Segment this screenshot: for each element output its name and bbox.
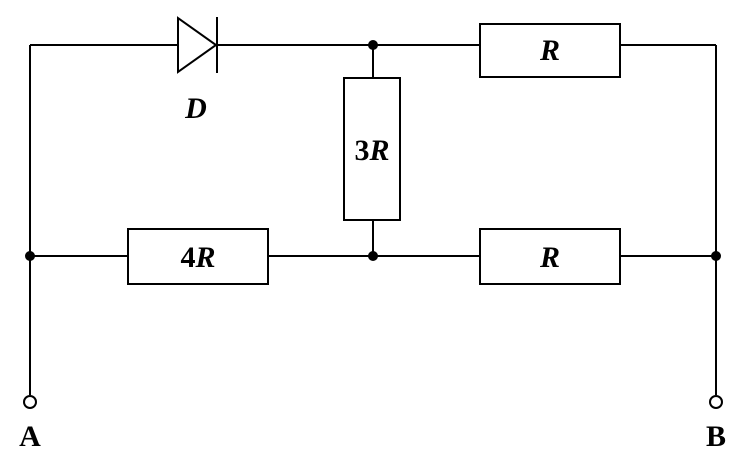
label-resistor-bottom-right-symbol: R	[539, 241, 560, 274]
resistor-top-right	[479, 23, 621, 78]
label-terminal-b: B	[706, 420, 726, 453]
diode	[177, 16, 218, 74]
label-resistor-bottom-left-coef: 4	[180, 241, 195, 274]
junction-bottom-right	[711, 251, 721, 261]
diode-triangle-icon	[177, 16, 218, 74]
label-resistor-top-right: R	[539, 34, 560, 67]
label-resistor-vertical-symbol: R	[368, 134, 389, 167]
label-diode: D	[184, 92, 207, 125]
resistor-vertical	[343, 77, 401, 221]
terminal-a	[23, 395, 37, 409]
label-resistor-bottom-left-symbol: R	[194, 241, 215, 274]
label-resistor-vertical-coef: 3	[354, 134, 369, 167]
terminal-b	[709, 395, 723, 409]
wires	[29, 44, 717, 395]
junction-bottom-left	[25, 251, 35, 261]
label-resistor-top-right-symbol: R	[539, 34, 560, 67]
junction-top-middle	[368, 40, 378, 50]
label-resistor-bottom-right: R	[539, 241, 560, 274]
label-resistor-vertical: 3R	[354, 134, 389, 167]
label-terminal-a: A	[19, 420, 41, 453]
resistor-bottom-left	[127, 228, 269, 285]
junction-bottom-middle	[368, 251, 378, 261]
label-resistor-bottom-left: 4R	[180, 241, 215, 274]
resistor-bottom-right	[479, 228, 621, 285]
